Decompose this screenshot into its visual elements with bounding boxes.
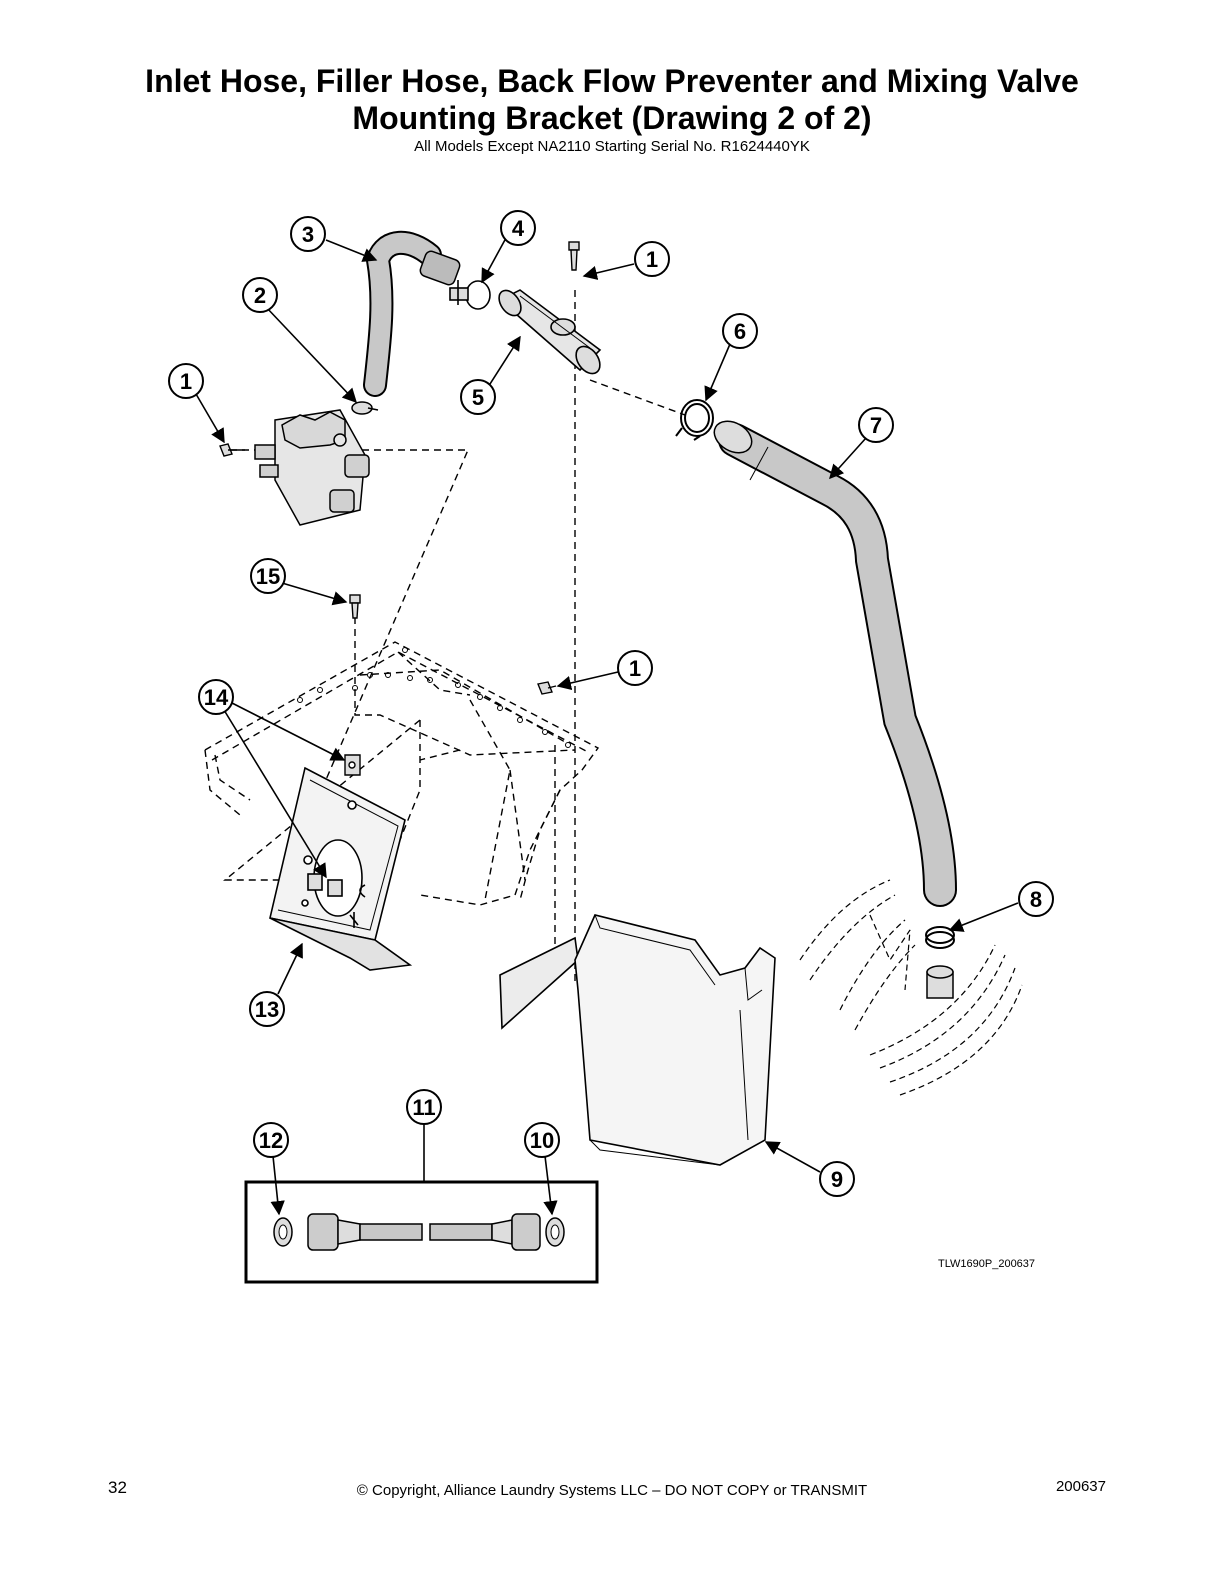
deflector-part-9 [499, 914, 776, 1166]
callout-1-c: 1 [617, 650, 653, 686]
copyright-notice: © Copyright, Alliance Laundry Systems LL… [356, 1482, 868, 1499]
callouts: 3 4 1 2 6 1 5 7 15 1 14 8 13 11 12 10 9 [168, 210, 1054, 1197]
screw-part-1-top [568, 241, 580, 271]
drawing-code: TLW1690P_200637 [938, 1258, 1035, 1270]
callout-14: 14 [198, 679, 234, 715]
callout-7: 7 [858, 407, 894, 443]
subtitle: All Models Except NA2110 Starting Serial… [414, 138, 810, 155]
inlet-hose-part-3 [363, 230, 461, 397]
callout-label: 10 [530, 1128, 554, 1153]
callout-label: 12 [259, 1128, 283, 1153]
tub-outline [799, 879, 1023, 1096]
back-flow-preventer-part-5 [498, 289, 602, 375]
callout-label: 6 [734, 319, 746, 344]
inlet-hose-kit-box [244, 1180, 599, 1284]
callout-label: 2 [254, 283, 266, 308]
title-line-2: Mounting Bracket (Drawing 2 of 2) [352, 100, 872, 136]
callout-label: 4 [512, 216, 525, 241]
tub-inlet-stub [926, 965, 954, 999]
screw-part-1-valve [219, 443, 245, 457]
callout-10: 10 [524, 1122, 560, 1158]
callout-label: 3 [302, 222, 314, 247]
cabinet-holes [297, 647, 571, 748]
screw-part-1-lower [537, 681, 557, 695]
page-number: 32 [108, 1478, 127, 1497]
callout-label: 9 [831, 1167, 843, 1192]
callout-1-b: 1 [168, 363, 204, 399]
callout-6: 6 [722, 313, 758, 349]
leader-lines [195, 237, 1019, 1216]
callout-1-a: 1 [634, 241, 670, 277]
title-line-1: Inlet Hose, Filler Hose, Back Flow Preve… [145, 63, 1079, 99]
callout-label: 15 [256, 564, 280, 589]
callout-2: 2 [242, 277, 278, 313]
callout-5: 5 [460, 379, 496, 415]
callout-label: 11 [412, 1095, 435, 1120]
callout-11: 11 [406, 1089, 442, 1125]
callout-15: 15 [250, 558, 286, 594]
callout-13: 13 [249, 991, 285, 1027]
filler-hose-part-7 [713, 420, 957, 907]
callout-12: 12 [253, 1122, 289, 1158]
callout-label: 1 [629, 656, 641, 681]
callout-label: 14 [204, 685, 229, 710]
mounting-bracket-part-13 [269, 766, 413, 971]
clamp-part-6 [675, 399, 714, 441]
callout-8: 8 [1018, 881, 1054, 917]
clip-part-14 [344, 754, 361, 776]
callout-label: 7 [870, 413, 882, 438]
callout-label: 13 [255, 997, 279, 1022]
hose-clamp-part-4 [449, 280, 491, 310]
cabinet-outline [204, 290, 686, 985]
callout-4: 4 [500, 210, 536, 246]
screw-part-15 [349, 594, 361, 619]
callout-label: 5 [472, 385, 484, 410]
clamp-part-2 [351, 401, 379, 415]
callout-3: 3 [290, 216, 326, 252]
callout-label: 1 [180, 369, 192, 394]
clamp-part-8 [925, 926, 955, 949]
callout-label: 1 [646, 247, 658, 272]
mixing-valve [254, 409, 370, 526]
callout-label: 8 [1030, 887, 1042, 912]
callout-9: 9 [819, 1161, 855, 1197]
document-number: 200637 [1055, 1478, 1106, 1495]
